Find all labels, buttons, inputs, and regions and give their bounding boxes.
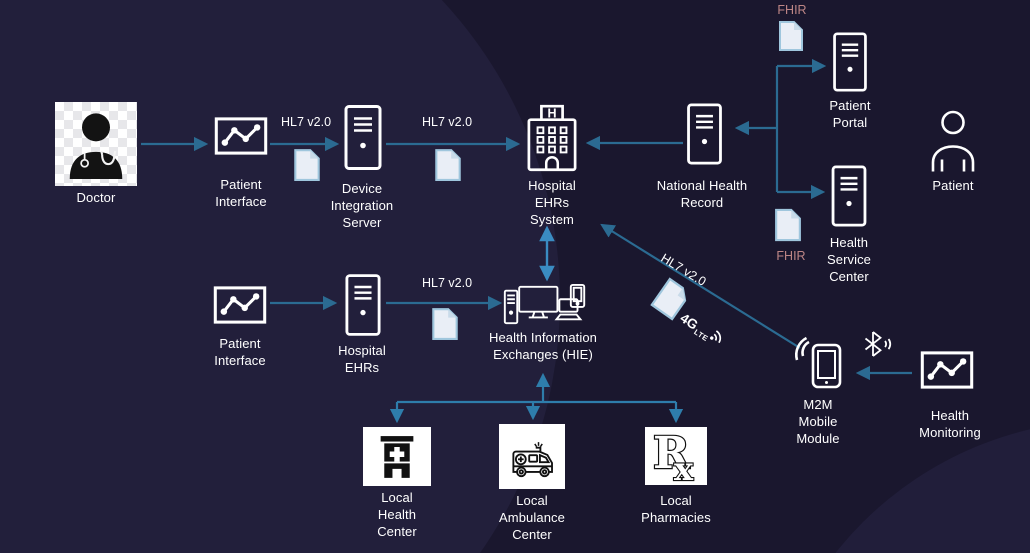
m2m-mobile-module-icon bbox=[795, 336, 842, 389]
health-monitoring-label: Health Monitoring bbox=[919, 408, 981, 440]
patient-portal-label: Patient Portal bbox=[829, 98, 871, 130]
fhir-label: FHIR bbox=[776, 249, 806, 263]
local-health-center-label: Local Health Center bbox=[377, 490, 417, 539]
local-health-center-tile bbox=[363, 427, 431, 486]
svg-text:H: H bbox=[547, 106, 556, 120]
local-ambulance-center-label: Local Ambulance Center bbox=[499, 493, 565, 542]
health-service-center-icon bbox=[831, 165, 867, 227]
health-service-center-label: Health Service Center bbox=[826, 235, 872, 284]
national-health-record-label: National Health Record bbox=[656, 178, 748, 210]
device-integration-server-label: Device Integration Server bbox=[330, 181, 394, 230]
hl7-document-icon bbox=[435, 149, 461, 181]
hl7-document-icon bbox=[432, 308, 458, 340]
svg-text:x: x bbox=[674, 450, 694, 482]
cellular-signal-icon bbox=[710, 330, 722, 344]
hie-label: Health Information Exchanges (HIE) bbox=[488, 330, 598, 362]
fhir-document-icon bbox=[779, 21, 803, 51]
fhir-document-icon bbox=[775, 208, 801, 242]
device-integration-server-icon bbox=[344, 105, 382, 170]
hl7-label: HL7 v2.0 bbox=[421, 276, 473, 290]
4g-lte-label: 4G LTE bbox=[676, 310, 727, 352]
background-shape bbox=[0, 0, 560, 553]
rx-icon: R x bbox=[652, 430, 695, 482]
local-health-center-icon bbox=[380, 435, 414, 478]
patient-interface-icon bbox=[214, 117, 268, 155]
hospital-ehrs-system-icon: H bbox=[527, 104, 577, 172]
hospital-ehrs-label: Hospital EHRs bbox=[338, 343, 386, 375]
health-monitoring-icon bbox=[920, 351, 974, 389]
hospital-ehrs-icon bbox=[345, 274, 381, 336]
local-pharmacies-tile: R x bbox=[645, 427, 707, 485]
hl7-document-icon-rotated bbox=[650, 277, 687, 321]
national-health-record-icon bbox=[687, 103, 722, 165]
doctor-photo bbox=[55, 102, 137, 186]
local-pharmacies-label: Local Pharmacies bbox=[641, 493, 711, 525]
local-ambulance-center-tile bbox=[499, 424, 565, 489]
ambulance-icon bbox=[512, 441, 553, 477]
doctor-icon bbox=[69, 113, 123, 179]
patient-interface-label: Patient Interface bbox=[215, 177, 267, 209]
hl7-label: HL7 v2.0 bbox=[421, 115, 473, 129]
patient-interface-label: Patient Interface bbox=[214, 336, 266, 368]
patient-icon bbox=[931, 110, 975, 172]
lte-text: LTE bbox=[692, 327, 710, 344]
hl7-label: HL7 v2.0 bbox=[280, 115, 332, 129]
patient-label: Patient bbox=[932, 178, 974, 193]
hie-icon bbox=[503, 283, 586, 325]
bluetooth-icon bbox=[864, 331, 892, 357]
patient-interface-icon bbox=[213, 286, 267, 324]
hospital-ehrs-system-label: Hospital EHRs System bbox=[528, 178, 576, 227]
fhir-label: FHIR bbox=[777, 3, 807, 17]
doctor-label: Doctor bbox=[76, 190, 116, 205]
hl7-document-icon bbox=[294, 149, 320, 181]
svg-text:R: R bbox=[653, 430, 690, 479]
m2m-mobile-module-label: M2M Mobile Module bbox=[796, 397, 840, 446]
patient-portal-icon bbox=[833, 32, 867, 92]
